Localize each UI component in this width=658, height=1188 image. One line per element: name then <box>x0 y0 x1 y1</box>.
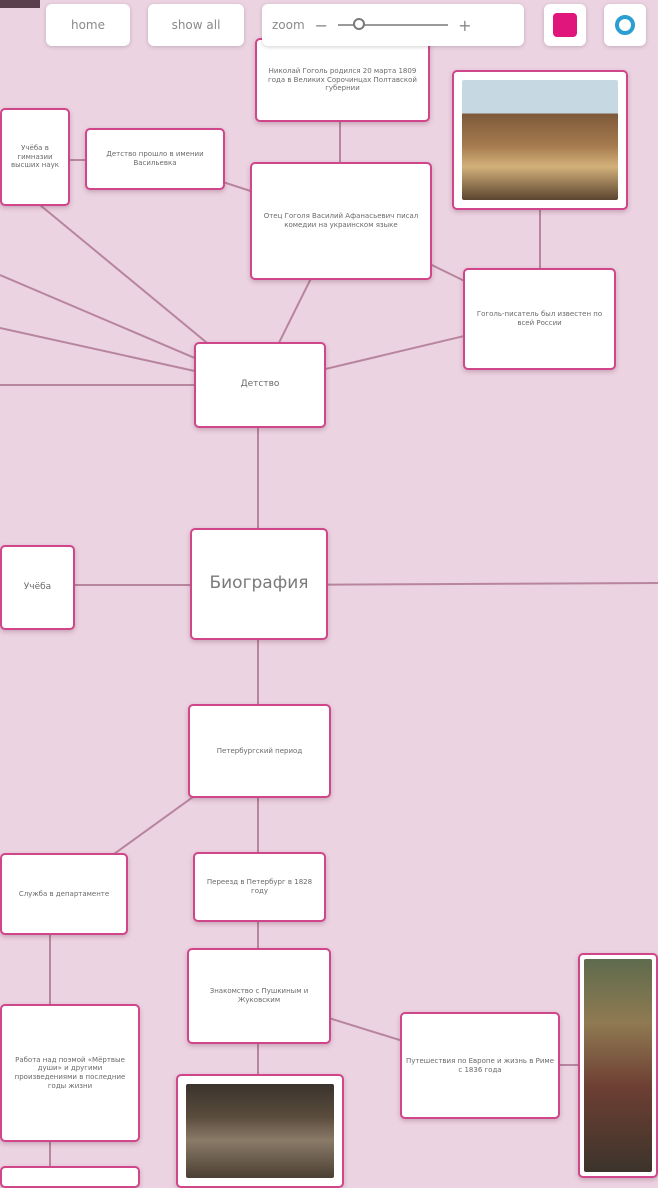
node-upper-hub[interactable]: Детство <box>194 342 326 428</box>
settings-icon <box>615 15 635 35</box>
node-left-mid[interactable]: Учёба <box>0 545 75 630</box>
zoom-slider[interactable] <box>338 18 449 30</box>
color-swatch <box>553 13 577 37</box>
node-lower-left[interactable]: Служба в департаменте <box>0 853 128 935</box>
node-bottom-edge[interactable] <box>0 1166 140 1188</box>
house-photo <box>462 80 618 200</box>
show-all-button[interactable]: show all <box>148 4 244 46</box>
node-bottom-left[interactable]: Работа над поэмой «Мёртвые души» и други… <box>0 1004 140 1142</box>
show-all-button-label: show all <box>171 18 221 32</box>
node-text: Путешествия по Европе и жизнь в Риме с 1… <box>406 1056 554 1074</box>
node-right-text[interactable]: Гоголь-писатель был известен по всей Рос… <box>463 268 616 370</box>
node-text: Служба в департаменте <box>18 889 110 898</box>
zoom-control: zoom − + <box>262 4 524 46</box>
node-middle-top[interactable]: Отец Гоголя Василий Афанасьевич писал ко… <box>250 162 432 280</box>
node-text: Учёба в гимназии высших наук <box>10 143 60 170</box>
node-text: Петербургский период <box>216 746 303 755</box>
node-text: Биография <box>209 573 309 594</box>
zoom-slider-thumb[interactable] <box>352 18 365 30</box>
node-text: Николай Гоголь родился 20 марта 1809 год… <box>268 66 417 93</box>
node-text: Детство прошло в имении Васильевка <box>106 150 204 167</box>
node-top-center[interactable]: Николай Гоголь родился 20 марта 1809 год… <box>255 38 430 122</box>
node-image-house[interactable] <box>452 70 628 210</box>
node-text: Знакомство с Пушкиным и Жуковским <box>209 987 309 1004</box>
node-top-left[interactable]: Детство прошло в имении Васильевка <box>85 128 225 190</box>
node-lower-mid-1[interactable]: Переезд в Петербург в 1828 году <box>193 852 326 922</box>
window-corner <box>0 0 40 8</box>
zoom-out-button[interactable]: − <box>314 15 329 35</box>
node-text: Учёба <box>23 581 52 592</box>
node-text: Переезд в Петербург в 1828 году <box>206 878 313 895</box>
zoom-label: zoom <box>272 18 305 32</box>
node-text: Отец Гоголя Василий Афанасьевич писал ко… <box>263 212 419 229</box>
node-central[interactable]: Биография <box>190 528 328 640</box>
node-image-bottom[interactable] <box>176 1074 344 1188</box>
node-text: Гоголь-писатель был известен по всей Рос… <box>476 310 603 327</box>
node-lower-hub[interactable]: Петербургский период <box>188 704 331 798</box>
node-image-right[interactable] <box>578 953 658 1178</box>
home-button[interactable]: home <box>46 4 130 46</box>
node-lower-mid-2[interactable]: Знакомство с Пушкиным и Жуковским <box>187 948 331 1044</box>
painting-photo <box>584 959 652 1172</box>
settings-button[interactable] <box>604 4 646 46</box>
node-top-left-edge[interactable]: Учёба в гимназии высших наук <box>0 108 70 206</box>
home-button-label: home <box>70 18 106 32</box>
zoom-in-button[interactable]: + <box>458 15 472 35</box>
monument-photo <box>186 1084 334 1178</box>
node-text: Детство <box>240 379 280 390</box>
node-text: Работа над поэмой «Мёртвые души» и други… <box>14 1055 126 1090</box>
color-picker-button[interactable] <box>544 4 586 46</box>
node-lower-right[interactable]: Путешествия по Европе и жизнь в Риме с 1… <box>400 1012 560 1119</box>
